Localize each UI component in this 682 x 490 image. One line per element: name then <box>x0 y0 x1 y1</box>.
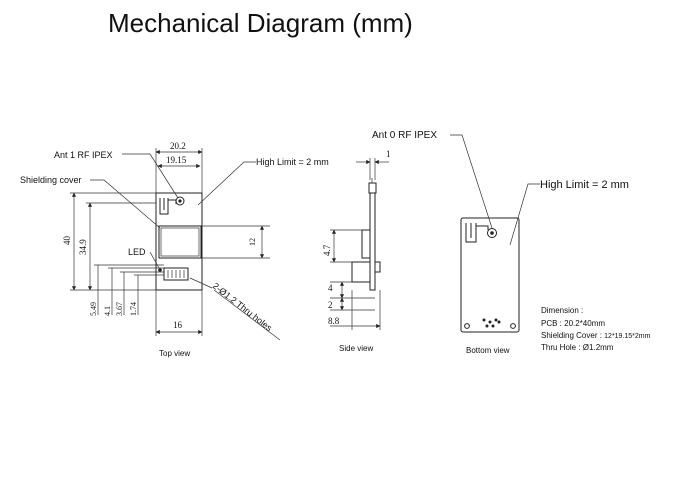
top-ipex-connector <box>175 196 185 206</box>
label-led: LED <box>128 247 146 257</box>
dimension-notes: Dimension : PCB : 20.2*40mm Shielding Co… <box>541 306 651 352</box>
side-connector <box>351 261 371 283</box>
side-shield <box>361 229 371 259</box>
top-led <box>158 268 162 272</box>
notes-hole: Thru Hole : Ø1.2mm <box>541 343 614 352</box>
caption-bottom-view: Bottom view <box>466 346 510 355</box>
label-ant1-rf-ipex: Ant 1 RF IPEX <box>54 150 113 160</box>
dim-34-9: 34.9 <box>78 239 88 255</box>
dim-side-1: 1 <box>386 149 391 159</box>
label-ant0-rf-ipex: Ant 0 RF IPEX <box>372 130 437 141</box>
top-antenna-trace <box>159 198 177 215</box>
dim-12: 12 <box>248 238 257 246</box>
side-pcb <box>369 192 376 291</box>
label-thru-holes: 2-Ø1.2 Thru holes <box>211 281 275 334</box>
dim-side-4: 4 <box>328 283 333 293</box>
top-pcb-outline <box>155 192 203 291</box>
dim-40: 40 <box>62 236 72 246</box>
label-shielding-cover: Shielding cover <box>20 175 82 185</box>
top-connector <box>163 267 189 281</box>
side-view: 1 4.7 4 2 8.8 Side view <box>322 149 391 353</box>
notes-heading: Dimension : <box>541 306 583 315</box>
caption-side-view: Side view <box>339 344 373 353</box>
dim-side-2: 2 <box>328 300 333 310</box>
top-shielding-cover <box>158 225 202 259</box>
dim-4-1: 4.1 <box>103 306 112 316</box>
label-bottom-high-limit: High Limit = 2 mm <box>540 179 629 191</box>
dim-19-15: 19.15 <box>166 155 187 165</box>
caption-top-view: Top view <box>159 349 190 358</box>
dim-1-74: 1.74 <box>129 302 138 316</box>
bottom-antenna-trace <box>465 223 489 243</box>
dim-16: 16 <box>173 320 183 330</box>
dim-side-8-8: 8.8 <box>328 316 340 326</box>
dim-side-4-7: 4.7 <box>322 244 332 256</box>
bottom-ipex-connector <box>487 228 497 238</box>
bottom-view: Ant 0 RF IPEX High Limit = 2 mm Bottom v… <box>372 130 629 355</box>
page-title: Mechanical Diagram (mm) <box>108 8 413 38</box>
bottom-pcb-outline <box>460 217 520 333</box>
dim-3-67: 3.67 <box>115 302 124 316</box>
notes-pcb: PCB : 20.2*40mm <box>541 319 605 328</box>
dim-20-2: 20.2 <box>170 141 186 151</box>
top-view: 20.2 19.15 40 34.9 12 5.49 4.1 3.67 1.74 <box>20 141 329 358</box>
label-top-high-limit: High Limit = 2 mm <box>256 157 329 167</box>
notes-shield: Shielding Cover : 12*19.15*2mm <box>541 331 651 340</box>
dim-5-49: 5.49 <box>89 302 98 316</box>
